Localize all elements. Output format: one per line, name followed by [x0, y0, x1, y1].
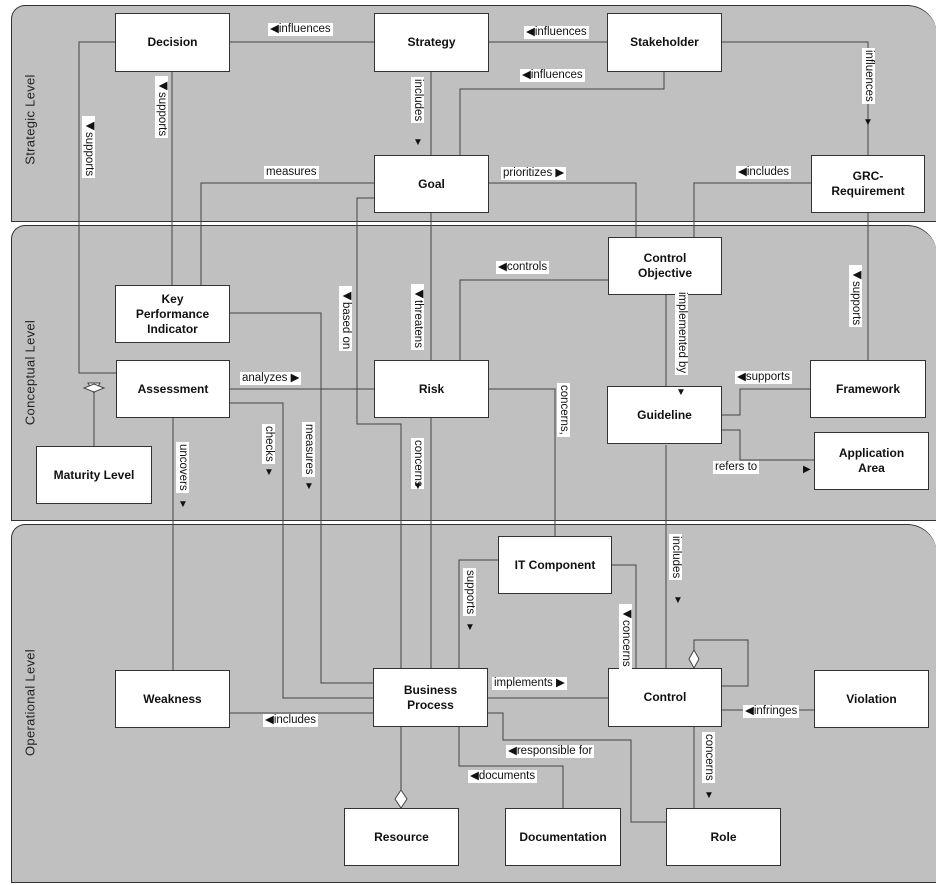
label-risk-it-component: concerns, — [557, 383, 570, 437]
node-violation[interactable]: Violation — [814, 670, 929, 728]
label-kpi-goal: measures — [264, 166, 319, 179]
node-goal[interactable]: Goal — [374, 155, 489, 213]
label-framework-grc: ◀supports — [849, 265, 862, 328]
label-goal-assessment: ◀based on — [339, 286, 352, 352]
line-goal-assessment — [356, 197, 402, 668]
node-resource[interactable]: Resource — [344, 808, 459, 866]
label-stakeholder-goal: ◀influences — [520, 69, 585, 82]
label-risk-goal: ◀threatens — [411, 284, 424, 350]
node-kpi[interactable]: Key Performance Indicator — [115, 285, 230, 343]
label-role-business-process: ◀responsible for — [506, 745, 595, 758]
line-control-it-component — [612, 564, 637, 668]
node-guideline[interactable]: Guideline — [607, 386, 722, 444]
label-control-objective-risk: ◀controls — [496, 261, 550, 274]
line-framework-guideline — [722, 388, 810, 416]
node-weakness[interactable]: Weakness — [115, 670, 230, 728]
label-guideline-control: includes — [669, 534, 682, 581]
line-goal-control-objective — [489, 182, 637, 237]
label-assessment-business-process: checks — [262, 424, 275, 464]
arrow-assessment-business-process: ▼ — [264, 467, 274, 478]
arrow-strategy-goal: ▼ — [413, 137, 423, 148]
node-grc-requirement[interactable]: GRC-Requirement — [811, 155, 925, 213]
line-documentation-business-process — [458, 727, 564, 808]
label-strategy-goal: includes — [411, 77, 424, 124]
label-decision-assessment: ◀supports — [82, 116, 95, 179]
node-risk[interactable]: Risk — [374, 360, 489, 418]
arrow-kpi-business-process: ▼ — [304, 481, 314, 492]
arrow-stakeholder-grc: ▼ — [863, 117, 873, 128]
label-documentation-business-process: ◀documents — [468, 770, 538, 783]
line-kpi-business-process — [230, 312, 373, 684]
line-guideline-application-area — [722, 429, 814, 461]
node-strategy[interactable]: Strategy — [374, 13, 489, 72]
line-grc-control-objective — [693, 182, 811, 237]
arrow-guideline-application-area: ▶ — [803, 464, 811, 475]
label-stakeholder-strategy: ◀influences — [524, 26, 589, 39]
label-kpi-business-process: measures — [302, 422, 315, 477]
line-decision-assessment — [78, 41, 116, 374]
aggregation-diamond-resource — [394, 789, 408, 809]
node-maturity-level[interactable]: Maturity Level — [36, 446, 152, 504]
node-application-area[interactable]: Application Area — [814, 432, 929, 490]
node-assessment[interactable]: Assessment — [116, 360, 230, 418]
label-risk-business-process: concerns — [411, 438, 424, 489]
node-business-process[interactable]: Business Process — [373, 668, 488, 727]
arrow-risk-business-process: ▼ — [413, 481, 423, 492]
node-decision[interactable]: Decision — [115, 13, 230, 72]
arrow-control-objective-guideline: ▼ — [676, 387, 686, 398]
label-control-objective-guideline: implemented by — [675, 290, 688, 376]
node-role[interactable]: Role — [666, 808, 781, 866]
label-control-role: concerns — [702, 732, 715, 783]
label-assessment-risk: analyzes ▶ — [240, 372, 302, 385]
label-strategy-decision: ◀influences — [268, 23, 333, 36]
line-assessment-business-process — [230, 402, 373, 699]
label-decision-kpi: ◀supports — [155, 76, 168, 139]
line-stakeholder-grc — [722, 41, 869, 155]
label-business-process-weakness: ◀includes — [263, 714, 319, 727]
line-risk-it-component — [489, 388, 556, 536]
label-goal-control-objective: prioritizes ▶ — [501, 167, 567, 180]
node-control-objective[interactable]: Control Objective — [608, 237, 722, 295]
line-role-business-process — [488, 712, 666, 823]
label-business-process-control: implements ▶ — [492, 677, 567, 690]
arrow-assessment-weakness: ▼ — [178, 499, 188, 510]
label-assessment-weakness: uncovers — [176, 442, 189, 493]
line-control-objective-risk — [459, 279, 608, 360]
line-stakeholder-goal — [459, 72, 665, 155]
label-control-it-component: ◀concerns — [619, 604, 632, 669]
node-documentation[interactable]: Documentation — [505, 808, 621, 866]
node-control[interactable]: Control — [608, 668, 722, 727]
label-stakeholder-grc: influences — [862, 48, 875, 104]
label-violation-control: ◀infringes — [743, 705, 800, 718]
node-framework[interactable]: Framework — [810, 360, 926, 418]
label-grc-control-objective: ◀includes — [736, 166, 792, 179]
arrow-control-role: ▼ — [704, 790, 714, 801]
node-it-component[interactable]: IT Component — [498, 536, 612, 594]
aggregation-diamond-assessment — [82, 383, 106, 393]
arrow-it-component-business-process: ▼ — [465, 622, 475, 633]
line-kpi-goal — [200, 182, 374, 285]
line-it-component-business-process — [458, 559, 498, 668]
label-framework-guideline: ◀supports — [735, 371, 792, 384]
aggregation-diamond-control — [688, 648, 700, 670]
node-stakeholder[interactable]: Stakeholder — [607, 13, 722, 72]
arrow-guideline-control: ▼ — [673, 595, 683, 606]
label-it-component-business-process: supports — [463, 568, 476, 617]
label-guideline-application-area: refers to — [713, 461, 760, 474]
